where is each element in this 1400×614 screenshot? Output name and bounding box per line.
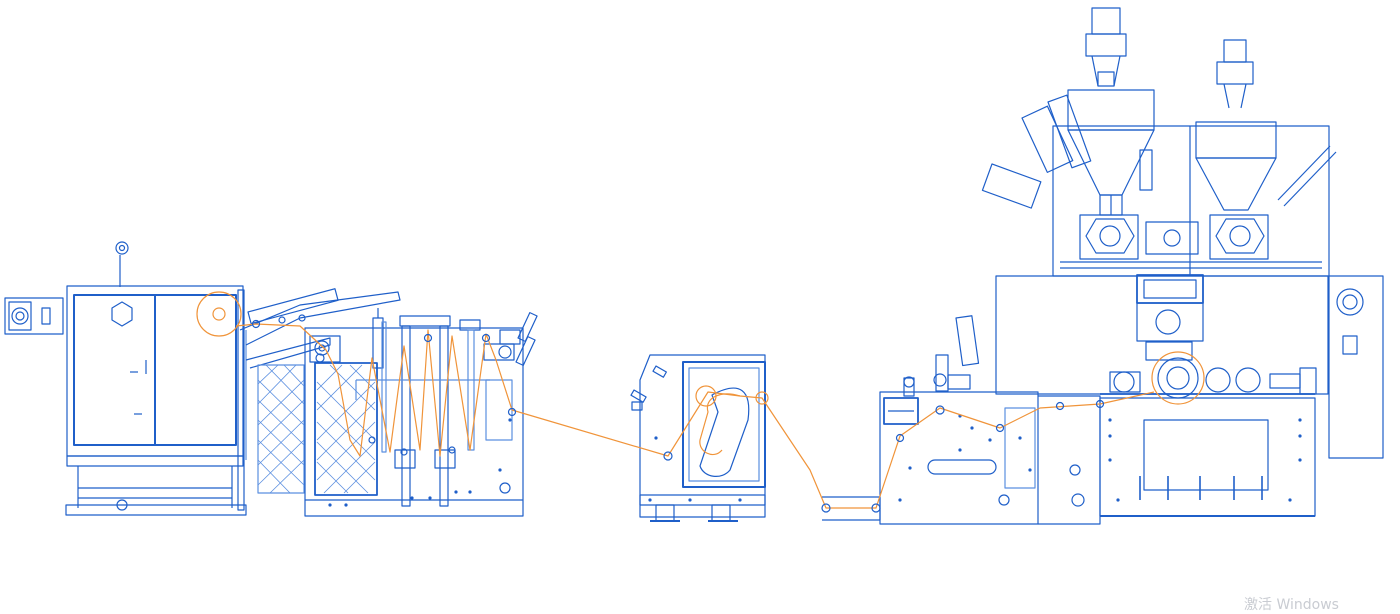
laminator-nip	[822, 315, 1101, 525]
unwind-roll	[196, 291, 242, 337]
unwind-cabinet	[4, 241, 247, 516]
accumulator-frame	[239, 288, 538, 517]
treater-unit	[630, 354, 766, 522]
web-path	[196, 291, 1205, 509]
rollers	[251, 314, 1105, 513]
windows-activation-watermark: 激活 Windows	[1244, 597, 1339, 613]
extrusion-coater	[981, 7, 1384, 517]
